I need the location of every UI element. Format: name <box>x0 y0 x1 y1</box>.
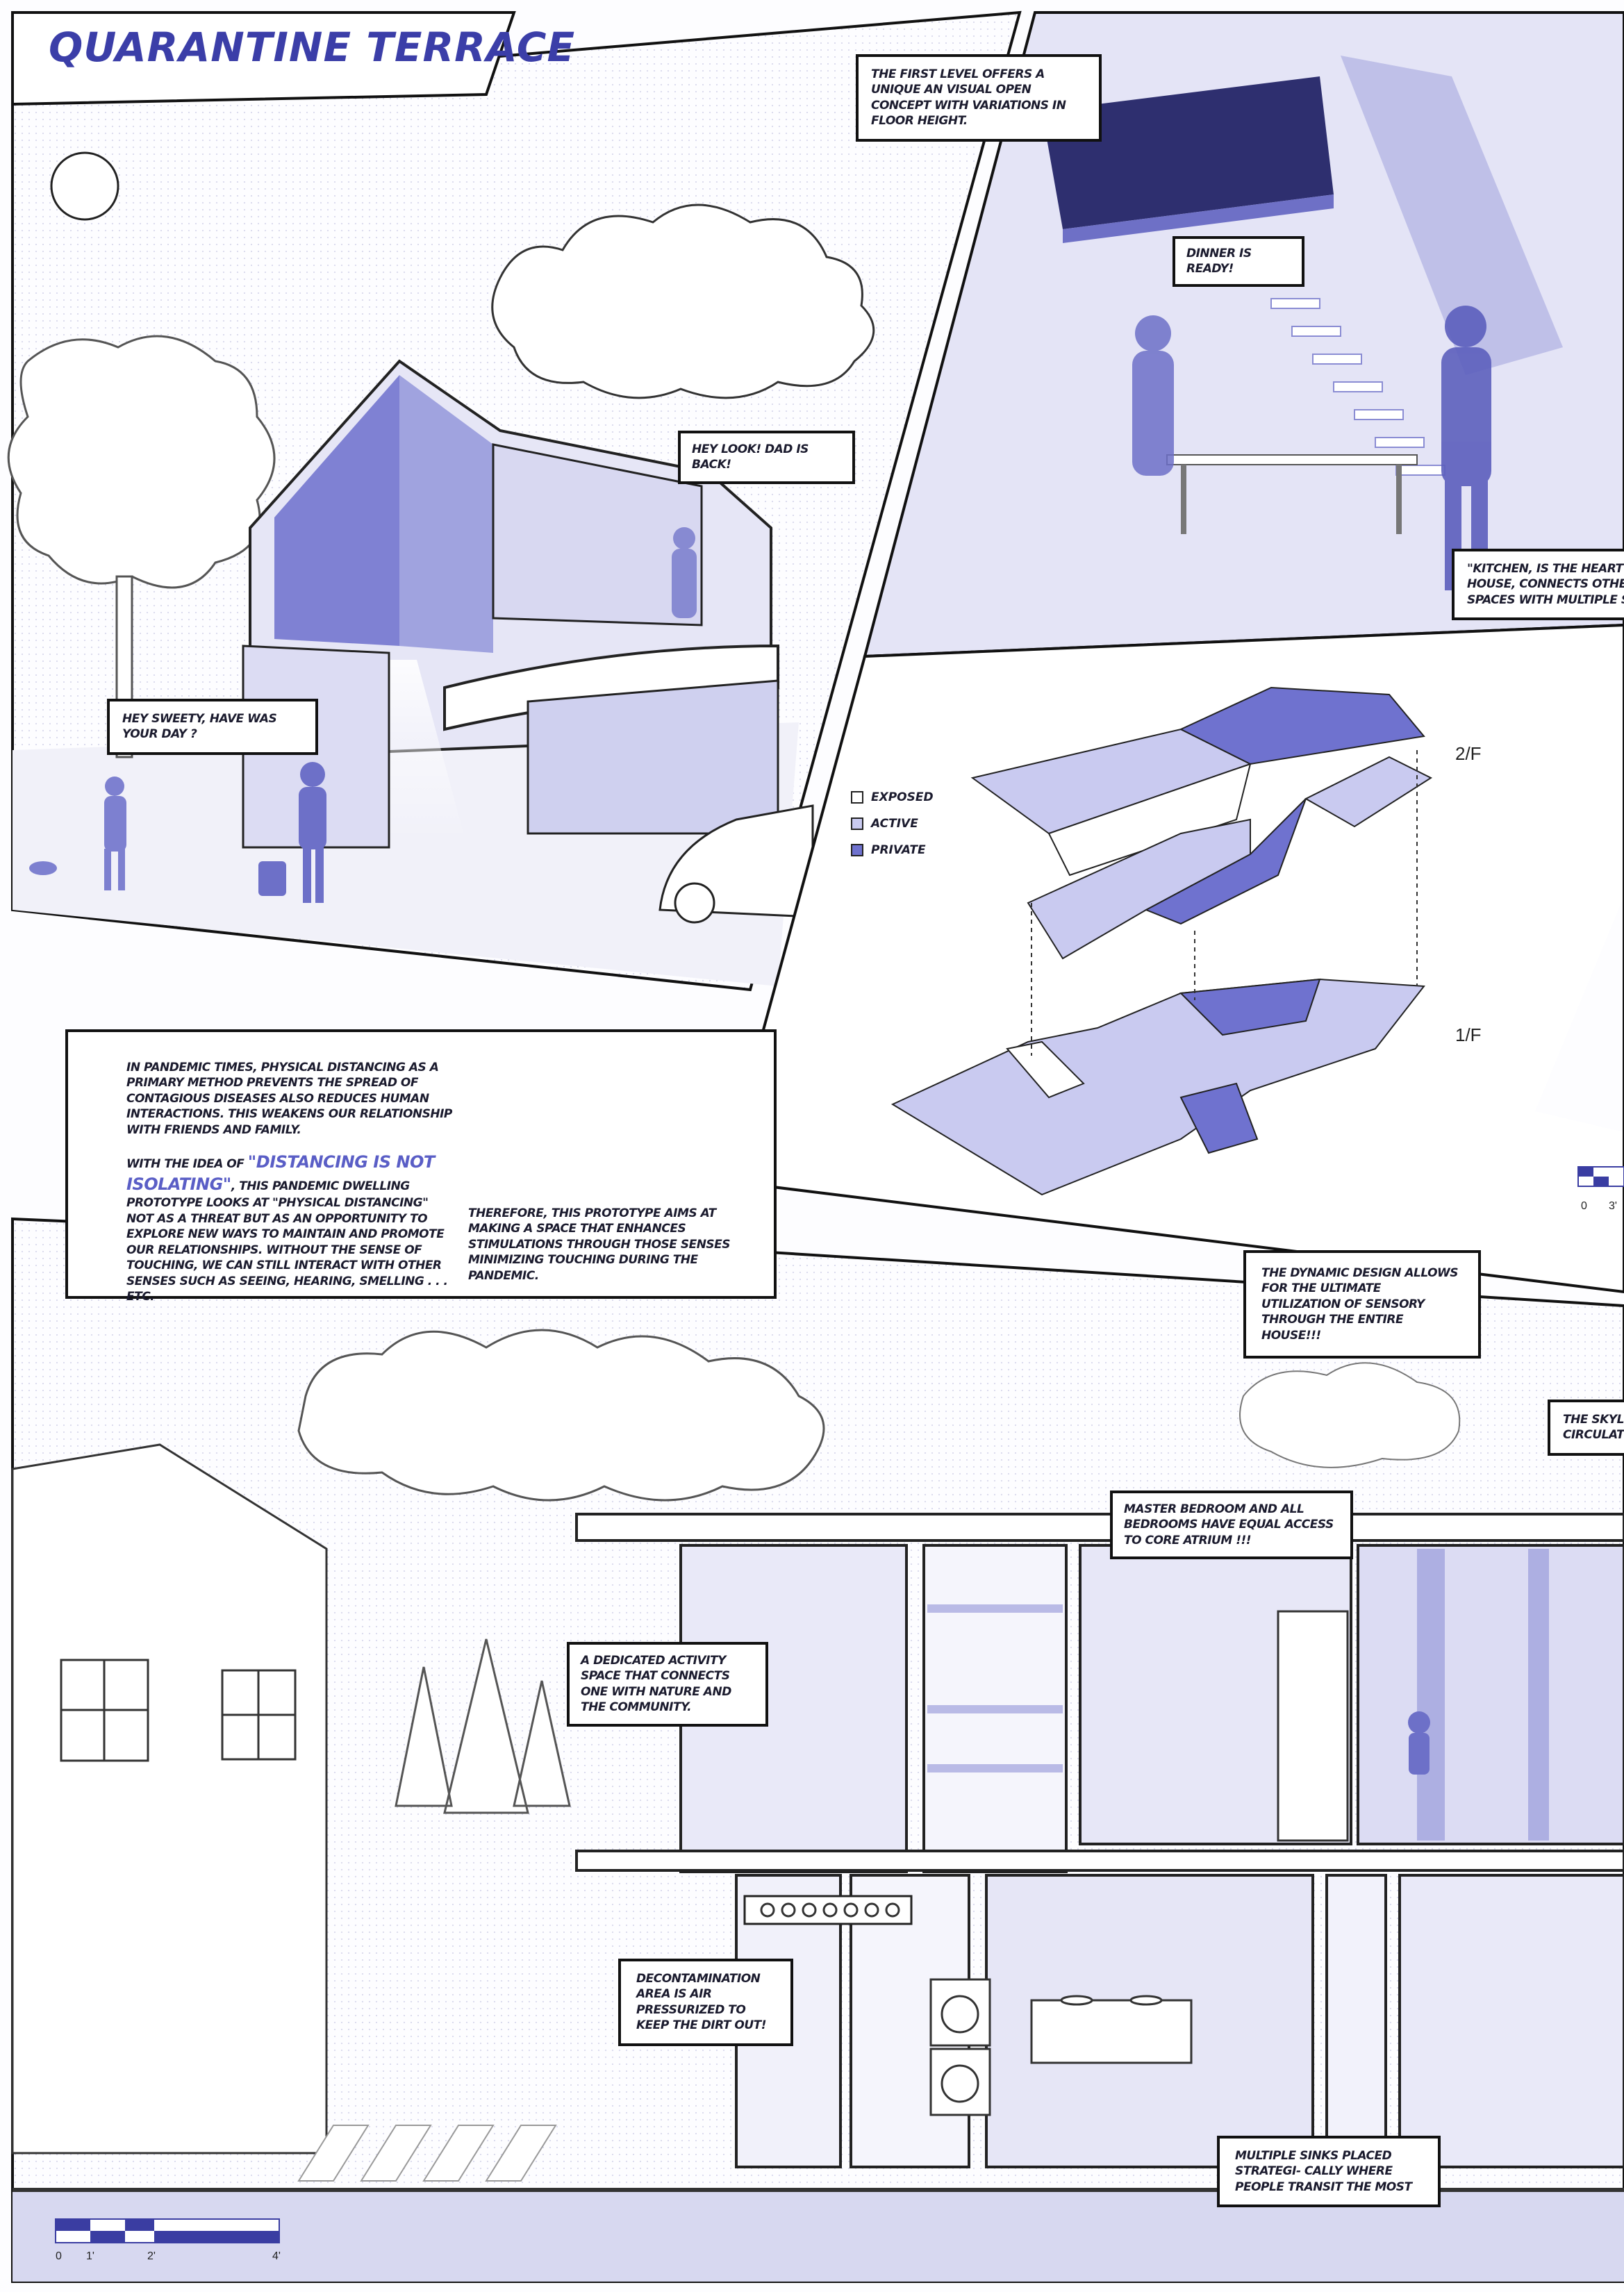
scale-bar-bottom <box>55 2218 280 2243</box>
legend-swatch-private <box>851 844 863 856</box>
bubble-first-level: THE FIRST LEVEL OFFERS A UNIQUE AN VISUA… <box>856 54 1102 142</box>
cloud-icon <box>491 204 875 399</box>
bubble-skylight: THE SKYLIGH CIRCULATION <box>1548 1400 1624 1456</box>
door-icon <box>1277 1610 1349 1842</box>
washer-icon <box>929 1978 991 2116</box>
bubble-decontamination: DECONTAMINATION AREA IS AIR PRESSURIZED … <box>618 1959 793 2046</box>
poster-title: QUARANTINE TERRACE <box>49 24 576 71</box>
narrative-p2-intro: WITH THE IDEA OF <box>126 1157 245 1171</box>
person-dad-luggage-icon <box>258 762 326 903</box>
bubble-master-bedroom: MASTER BEDROOM AND ALL BEDROOMS HAVE EQU… <box>1110 1490 1353 1560</box>
window-icon <box>60 1659 297 1762</box>
sink-icon <box>1030 1995 1193 2064</box>
person-walking-dog-icon <box>29 777 126 890</box>
narrative-paragraph-3: THEREFORE, THIS PROTOTYPE AIMS AT MAKING… <box>468 1206 731 1283</box>
legend-swatch-exposed <box>851 791 863 804</box>
narrative-paragraph-2: WITH THE IDEA OF "DISTANCING IS NOT ISOL… <box>126 1152 453 1304</box>
house-exterior <box>242 359 779 849</box>
cloud-icon-2 <box>297 1329 825 1502</box>
panel-section <box>11 1217 1624 2283</box>
scale-bottom-4: 4' <box>272 2250 281 2262</box>
sun-icon <box>50 151 119 221</box>
bubble-dynamic-design: THE DYNAMIC DESIGN ALLOWS FOR THE ULTIMA… <box>1243 1250 1481 1359</box>
floor-label-2f: 2/F <box>1455 743 1482 764</box>
narrative-p2-body: , THIS PANDEMIC DWELLING PROTOTYPE LOOKS… <box>126 1179 448 1304</box>
legend-exposed: EXPOSED <box>871 790 934 804</box>
floating-stairs <box>1270 298 1445 476</box>
bubble-sinks: MULTIPLE SINKS PLACED STRATEGI- CALLY WH… <box>1217 2136 1441 2208</box>
legend-swatch-active <box>851 817 863 830</box>
bubble-dad-back: HEY LOOK! DAD IS BACK! <box>678 431 855 484</box>
axon-upper-floor <box>970 686 1433 960</box>
floor-label-1f: 1/F <box>1455 1024 1482 1045</box>
bubble-activity-space: A DEDICATED ACTIVITY SPACE THAT CONNECTS… <box>567 1642 768 1727</box>
air-vent-icon <box>743 1895 913 1925</box>
legend-private: PRIVATE <box>871 843 926 857</box>
panel-interior <box>863 11 1624 658</box>
person-mother-child-icon <box>672 527 697 618</box>
bubble-dinner: DINNER IS READY! <box>1173 236 1304 287</box>
narrative-highlight: "DISTANCING IS NOT ISOLATING" <box>126 1152 435 1194</box>
scale-bottom-1: 1' <box>86 2250 94 2262</box>
bubble-kitchen: "KITCHEN, IS THE HEART OF HOUSE, CONNECT… <box>1452 549 1624 621</box>
narrative-paragraph-1: IN PANDEMIC TIMES, PHYSICAL DISTANCING A… <box>126 1061 452 1137</box>
legend-active: ACTIVE <box>871 817 918 831</box>
person-cook-icon <box>1132 315 1174 476</box>
axon-lower-floor <box>890 978 1425 1196</box>
scale-bottom-2: 2' <box>147 2250 156 2262</box>
panel-axonometric <box>720 623 1624 1294</box>
person-child-icon <box>1408 1711 1430 1775</box>
bubble-sweety: HEY SWEETY, HAVE WAS YOUR DAY ? <box>107 699 318 755</box>
scale-right-0: 0 <box>1581 1200 1587 1212</box>
tree-icon-2 <box>395 1638 571 1814</box>
narrative-box: IN PANDEMIC TIMES, PHYSICAL DISTANCING A… <box>65 1029 777 1304</box>
scale-bottom-0: 0 <box>56 2250 62 2262</box>
scale-right-3: 3' <box>1609 1200 1617 1212</box>
scale-bar-right <box>1577 1166 1624 1187</box>
tree-icon <box>7 335 276 589</box>
cloud-icon-3 <box>1239 1362 1461 1468</box>
